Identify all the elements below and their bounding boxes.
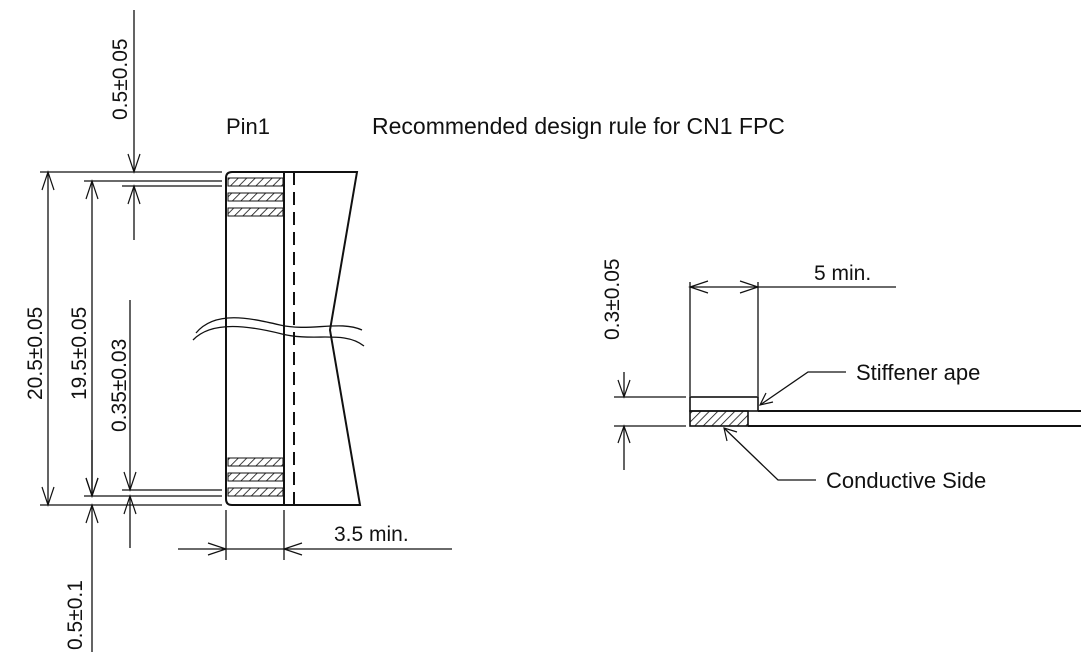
stiffener-layer (689, 396, 759, 412)
dim-pin-width: 0.35±0.03 (108, 300, 137, 548)
dim-top-gap-text: 0.5±0.05 (109, 38, 132, 120)
contact-pad (227, 457, 284, 467)
fpc-body-outline (284, 171, 362, 506)
label-stiffener: Stiffener ape (856, 360, 980, 385)
dim-pitch-span-text: 19.5±0.05 (68, 307, 91, 400)
leader-conductive: Conductive Side (723, 427, 986, 493)
contact-pad (227, 207, 284, 217)
drawing-title: Recommended design rule for CN1 FPC (372, 113, 785, 139)
dim-overall: 20.5±0.05 (24, 170, 55, 507)
dim-bottom-gap: 0.5±0.1 (64, 440, 99, 652)
dim-stiffener-length: 5 min. (688, 262, 896, 396)
dim-pitch-span: 19.5±0.05 (68, 179, 99, 498)
label-conductive: Conductive Side (826, 468, 986, 493)
conductive-layer (689, 410, 749, 427)
left-extension-lines (40, 171, 285, 560)
contact-pad (227, 472, 284, 482)
dim-top-gap: 0.5±0.05 (109, 10, 141, 240)
dim-thickness: 0.3±0.05 (601, 258, 686, 470)
dim-pin-width-text: 0.35±0.03 (108, 339, 131, 432)
leader-stiffener: Stiffener ape (758, 360, 980, 406)
break-line (195, 317, 363, 334)
dim-overall-text: 20.5±0.05 (24, 307, 47, 400)
contact-pad (227, 487, 284, 497)
dim-contact-length-text: 3.5 min. (334, 523, 409, 546)
dim-contact-length: 3.5 min. (178, 523, 452, 556)
dim-bottom-gap-text: 0.5±0.1 (64, 580, 87, 650)
fpc-side-view (689, 396, 1081, 427)
contact-pad (227, 192, 284, 202)
contact-strip-outline (225, 171, 285, 506)
break-line (192, 325, 365, 347)
fpc-tail-top-view (192, 171, 365, 506)
pin1-label: Pin1 (226, 114, 270, 139)
dim-stiffener-length-text: 5 min. (814, 262, 871, 285)
dim-thickness-text: 0.3±0.05 (601, 258, 624, 340)
contact-pad (227, 177, 284, 187)
